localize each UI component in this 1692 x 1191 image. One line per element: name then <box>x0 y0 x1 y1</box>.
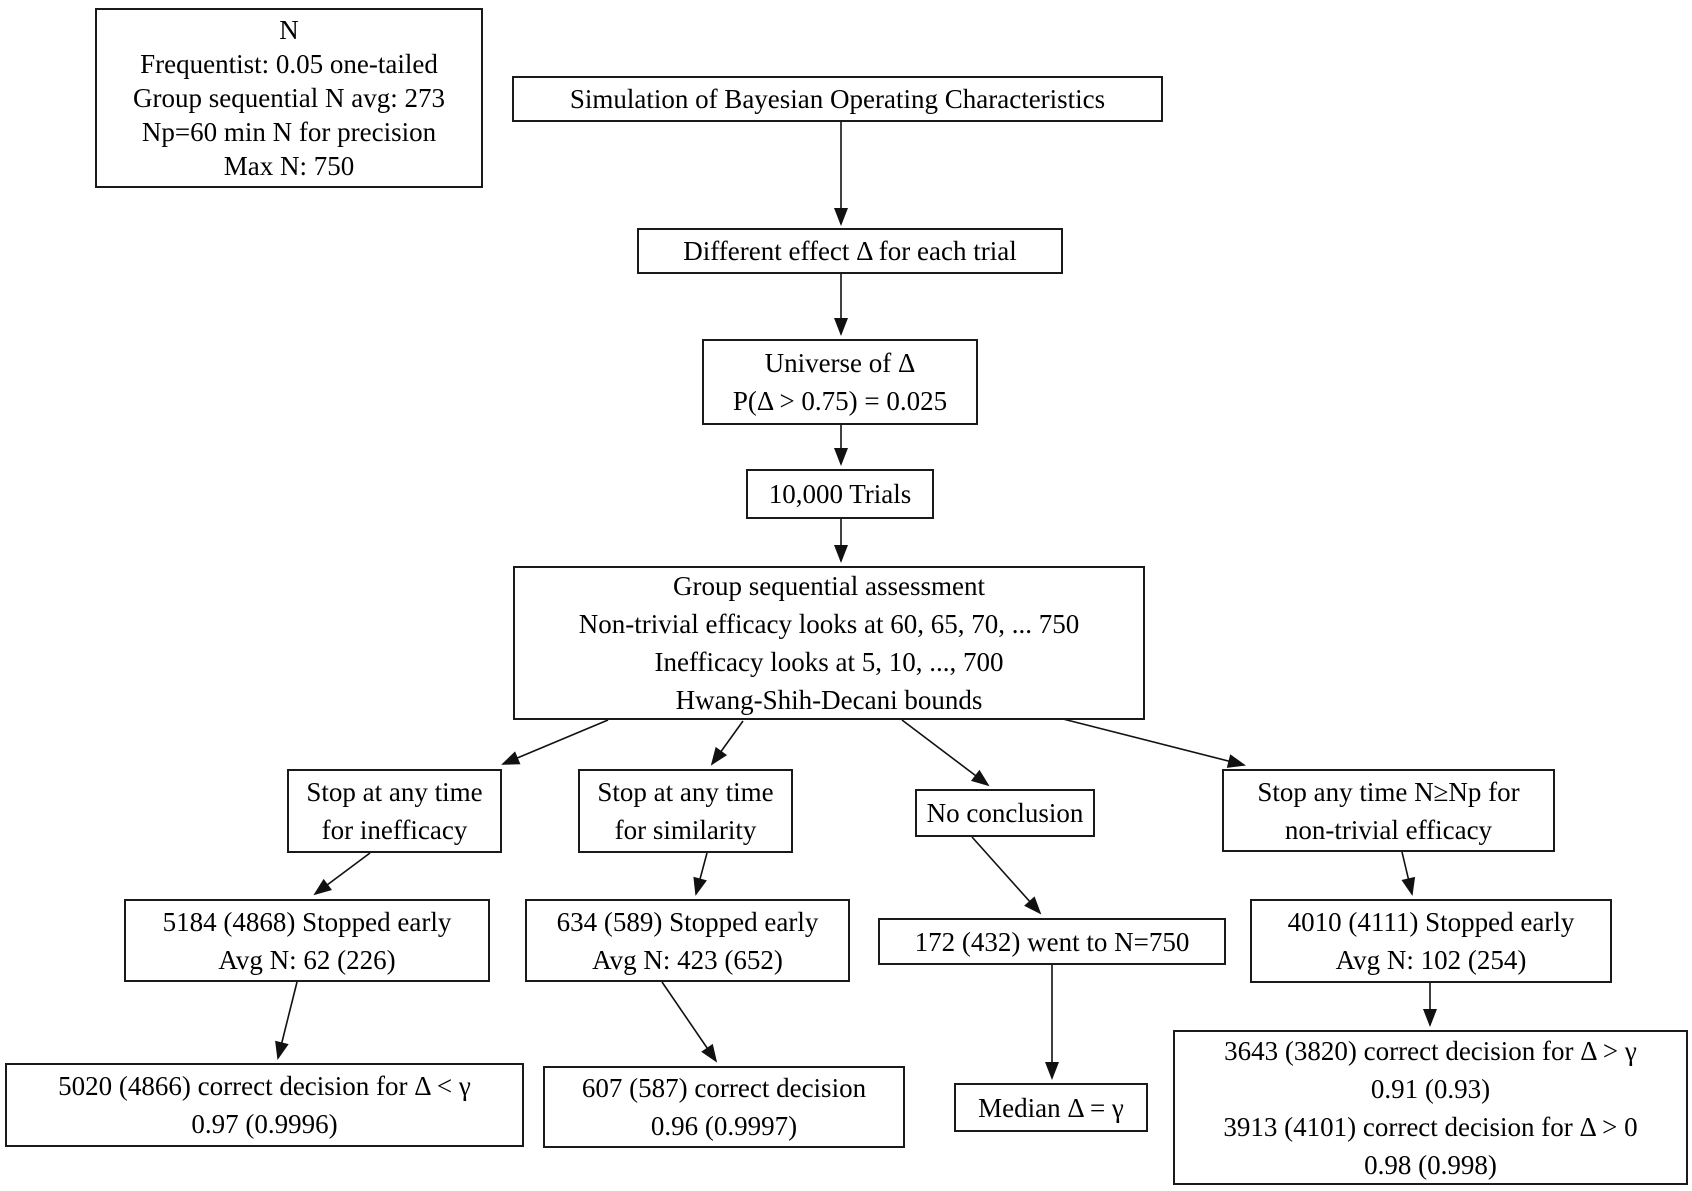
node-no-conclusion: No conclusion <box>915 789 1095 837</box>
node-stopped-early-efficacy: 4010 (4111) Stopped early Avg N: 102 (25… <box>1250 899 1612 983</box>
node-simulation-title: Simulation of Bayesian Operating Charact… <box>512 76 1163 122</box>
node-correct-decision-similarity: 607 (587) correct decision 0.96 (0.9997) <box>543 1066 905 1148</box>
node-stop-similarity: Stop at any time for similarity <box>578 769 793 853</box>
node-stop-efficacy: Stop any time N≥Np for non-trivial effic… <box>1222 769 1555 852</box>
node-went-to-max-n: 172 (432) went to N=750 <box>878 918 1226 965</box>
node-different-effect: Different effect Δ for each trial <box>637 228 1063 274</box>
node-correct-decision-inefficacy: 5020 (4866) correct decision for Δ < γ 0… <box>5 1063 524 1147</box>
node-median-delta: Median Δ = γ <box>954 1083 1148 1132</box>
node-correct-decision-efficacy: 3643 (3820) correct decision for Δ > γ 0… <box>1173 1030 1688 1185</box>
node-stopped-early-inefficacy: 5184 (4868) Stopped early Avg N: 62 (226… <box>124 899 490 982</box>
node-sample-size-info: N Frequentist: 0.05 one-tailed Group seq… <box>95 8 483 188</box>
node-stop-inefficacy: Stop at any time for inefficacy <box>287 769 502 853</box>
node-group-sequential-assessment: Group sequential assessment Non-trivial … <box>513 566 1145 720</box>
node-trials-count: 10,000 Trials <box>746 469 934 519</box>
node-stopped-early-similarity: 634 (589) Stopped early Avg N: 423 (652) <box>525 899 850 982</box>
node-universe-of-delta: Universe of Δ P(Δ > 0.75) = 0.025 <box>702 339 978 425</box>
